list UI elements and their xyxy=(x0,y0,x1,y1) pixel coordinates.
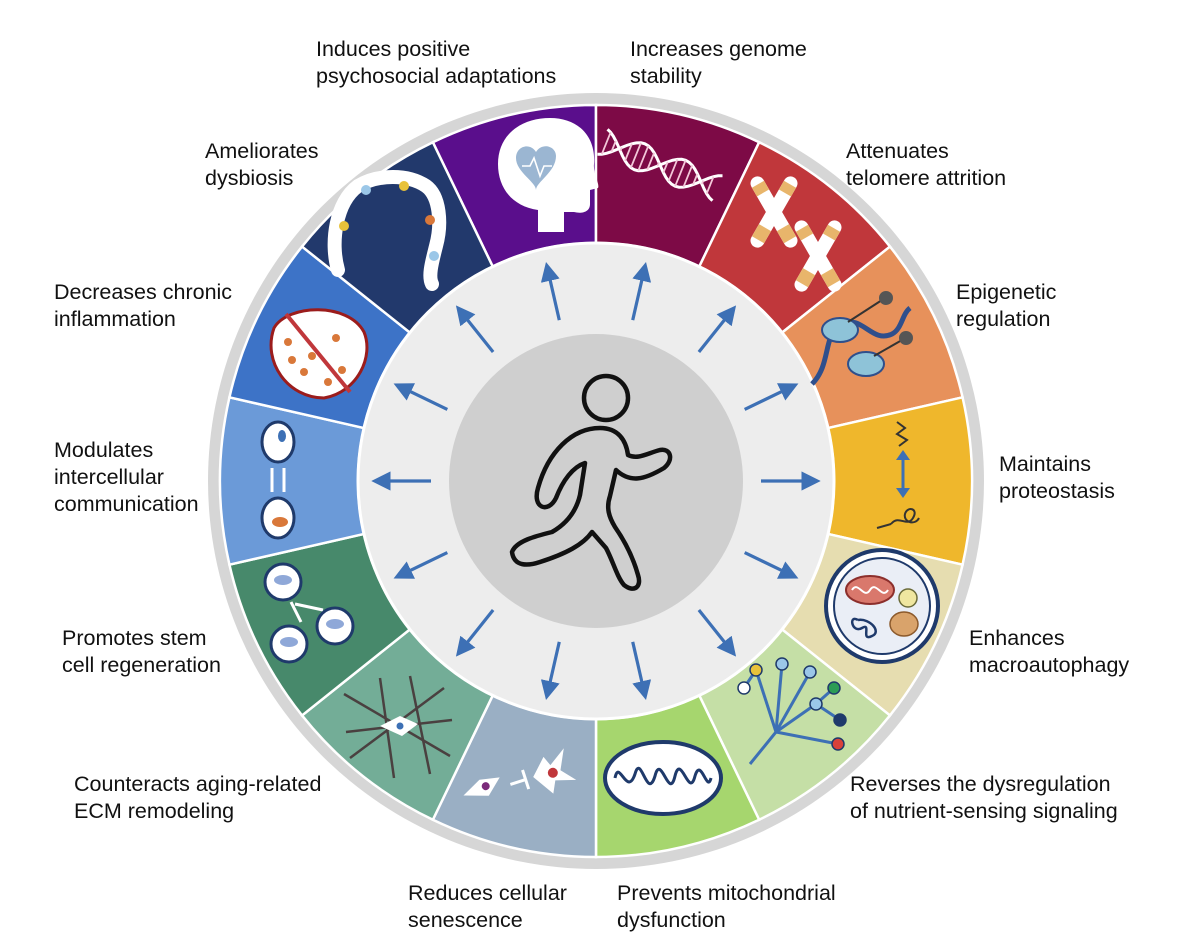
radial-arrow xyxy=(697,305,737,353)
radial-arrow xyxy=(455,305,495,353)
label-line: ECM remodeling xyxy=(74,799,235,823)
radial-arrow xyxy=(540,261,561,321)
label-line: communication xyxy=(54,492,199,516)
label-psychosocial: Induces positive psychosocial adaptations xyxy=(316,36,556,90)
protein-folding-icon xyxy=(876,421,920,529)
label-mitochondrial: Prevents mitochondrial dysfunction xyxy=(617,880,836,934)
label-intercellular: Modulates intercellular communication xyxy=(54,437,199,518)
chromosome-icon xyxy=(750,176,842,292)
dna-helix-icon xyxy=(597,128,723,202)
label-line: Enhances xyxy=(969,626,1065,650)
stem-cell-icon xyxy=(263,562,355,664)
label-line: dysbiosis xyxy=(205,166,294,190)
label-line: senescence xyxy=(408,908,523,932)
label-line: Increases genome xyxy=(630,37,807,61)
label-nutrient: Reverses the dysregulation of nutrient-se… xyxy=(850,771,1118,825)
label-line: Ameliorates xyxy=(205,139,319,163)
center-circle xyxy=(449,334,743,628)
label-stem-cell: Promotes stem cell regeneration xyxy=(62,625,221,679)
radial-arrow xyxy=(540,641,561,701)
radial-arrow xyxy=(743,551,799,579)
autophagosome-icon xyxy=(824,548,940,664)
label-line: stability xyxy=(630,64,702,88)
label-line: proteostasis xyxy=(999,479,1115,503)
mitochondrion-icon xyxy=(603,740,723,816)
label-senescence: Reduces cellular senescence xyxy=(408,880,567,934)
label-line: Modulates xyxy=(54,438,154,462)
label-line: Maintains xyxy=(999,452,1092,476)
label-telomere: Attenuates telomere attrition xyxy=(846,138,1006,192)
label-line: Decreases chronic xyxy=(54,280,233,304)
label-line: of nutrient-sensing signaling xyxy=(850,799,1118,823)
running-person-icon xyxy=(509,373,673,591)
radial-arrow xyxy=(455,609,495,657)
label-line: Attenuates xyxy=(846,139,949,163)
signaling-network-icon xyxy=(737,657,847,765)
senescent-cell-icon xyxy=(463,748,577,796)
label-line: telomere attrition xyxy=(846,166,1007,190)
label-epigenetic: Epigenetic regulation xyxy=(956,279,1056,333)
label-line: Epigenetic xyxy=(956,280,1057,304)
label-macroautophagy: Enhances macroautophagy xyxy=(969,625,1129,679)
label-proteostasis: Maintains proteostasis xyxy=(999,451,1115,505)
label-line: cell regeneration xyxy=(62,653,221,677)
label-genome: Increases genome stability xyxy=(630,36,807,90)
label-line: dysfunction xyxy=(617,908,726,932)
radial-arrow xyxy=(631,261,652,321)
label-line: psychosocial adaptations xyxy=(316,64,557,88)
radial-arrow xyxy=(393,551,449,579)
radial-arrow xyxy=(743,383,799,411)
label-line: Reverses the dysregulation xyxy=(850,772,1111,796)
label-inflammation: Decreases chronic inflammation xyxy=(54,279,232,333)
head-heart-icon xyxy=(498,118,599,232)
label-line: intercellular xyxy=(54,465,164,489)
label-line: Induces positive xyxy=(316,37,471,61)
cell-communication-icon xyxy=(260,420,296,540)
label-line: Promotes stem xyxy=(62,626,207,650)
radial-arrow xyxy=(393,383,449,411)
label-line: macroautophagy xyxy=(969,653,1130,677)
ecm-fibers-icon xyxy=(343,675,453,779)
label-line: regulation xyxy=(956,307,1051,331)
radial-arrow xyxy=(697,609,737,657)
label-dysbiosis: Ameliorates dysbiosis xyxy=(205,138,319,192)
label-line: Reduces cellular xyxy=(408,881,567,905)
inflamed-cell-icon xyxy=(269,308,369,400)
label-line: inflammation xyxy=(54,307,176,331)
gut-microbiota-icon xyxy=(327,170,447,291)
nucleosome-icon xyxy=(810,291,913,386)
radial-arrow xyxy=(631,641,652,701)
label-line: Counteracts aging-related xyxy=(74,772,322,796)
label-line: Prevents mitochondrial xyxy=(617,881,836,905)
